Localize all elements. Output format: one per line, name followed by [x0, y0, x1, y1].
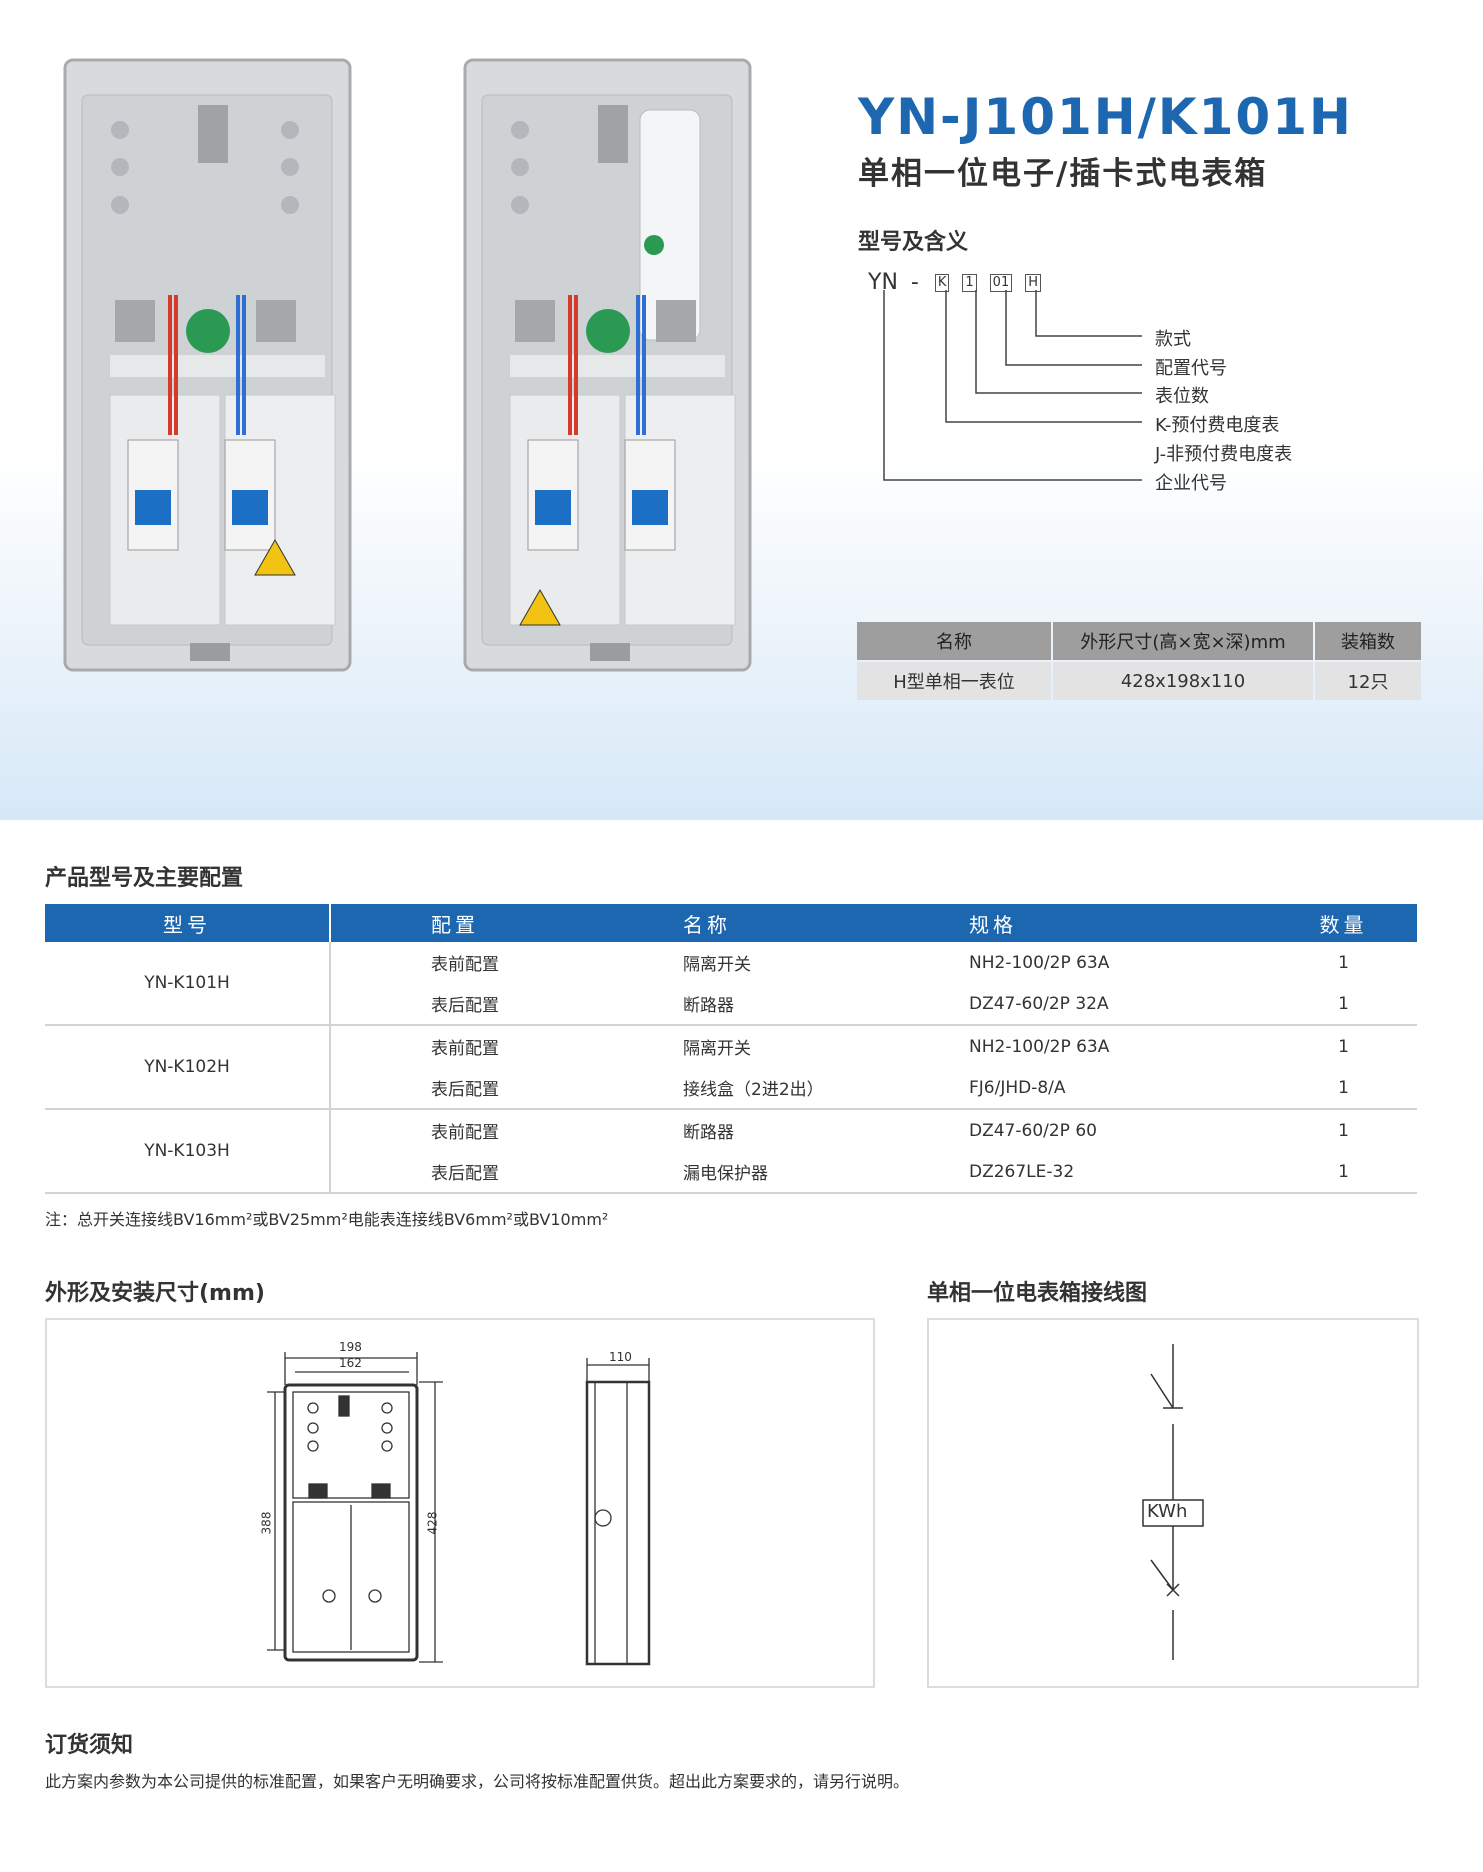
- cell-config: 表前配置: [431, 1039, 499, 1059]
- cell-name: 断路器: [683, 1123, 734, 1143]
- col-header-qty: 数量: [1270, 904, 1417, 942]
- table-row: 表后配置 断路器 DZ47-60/2P 32A 1: [45, 983, 1417, 1026]
- model-code: YN - K 1 01 H: [868, 270, 1044, 295]
- dimension-panel: 198 162 388 428 110: [45, 1318, 875, 1688]
- dimension-drawing: [267, 1352, 651, 1666]
- spec-cell-dimensions: 428x198x110: [1053, 662, 1313, 700]
- cell-spec: DZ47-60/2P 32A: [968, 983, 1270, 1026]
- kwh-meter-label: KWh: [1147, 1501, 1188, 1522]
- table-row: YN-K103H 表前配置 断路器 DZ47-60/2P 60 1: [45, 1109, 1417, 1194]
- meaning-label-company: 企业代号: [1155, 473, 1227, 494]
- cell-config: 表后配置: [330, 1151, 682, 1194]
- cell-qty: 1: [1338, 1036, 1349, 1057]
- cell-qty: 1: [1270, 1151, 1417, 1194]
- meaning-heading: 型号及含义: [858, 230, 969, 255]
- cell-name: 漏电保护器: [682, 1151, 968, 1194]
- spec-header-dimensions: 外形尺寸(高×宽×深)mm: [1053, 622, 1313, 660]
- col-header-model: 型号: [45, 904, 331, 942]
- cell-config: 表前配置: [431, 1123, 499, 1143]
- cell-config: 表前配置: [431, 955, 499, 975]
- spec-cell-quantity: 12只: [1315, 662, 1421, 700]
- cell-name: 断路器: [682, 983, 968, 1026]
- spec-header-name: 名称: [857, 622, 1051, 660]
- config-heading: 产品型号及主要配置: [45, 866, 244, 891]
- cell-qty: 1: [1338, 1120, 1349, 1141]
- cell-config: 表后配置: [330, 1067, 682, 1110]
- wiring-heading: 单相一位电表箱接线图: [927, 1281, 1148, 1306]
- meaning-label-prepaid: K-预付费电度表: [1155, 415, 1280, 436]
- row-model: YN-K103H: [45, 1109, 331, 1194]
- wiring-note: 注：总开关连接线BV16mm²或BV25mm²电能表连接线BV6mm²或BV10…: [45, 1210, 609, 1229]
- cell-qty: 1: [1338, 952, 1349, 973]
- config-table: 型号 配置 名称 规格 数量 YN-K101H 表前配置 隔离开关 NH2-10…: [45, 904, 1417, 1194]
- table-row: YN-K102H 表前配置 隔离开关 NH2-100/2P 63A 1: [45, 1025, 1417, 1110]
- col-header-name: 名称: [682, 904, 968, 942]
- cell-config: 表后配置: [330, 983, 682, 1026]
- spec-header-quantity: 装箱数: [1315, 622, 1421, 660]
- col-header-spec: 规格: [968, 904, 1270, 942]
- spec-cell-name: H型单相一表位: [857, 662, 1051, 700]
- dim-label-162: 162: [339, 1356, 362, 1370]
- code-box-1: 1: [962, 274, 977, 292]
- table-row: 表后配置 漏电保护器 DZ267LE-32 1: [45, 1151, 1417, 1194]
- dim-label-428: 428: [425, 1511, 440, 1535]
- cell-name: 隔离开关: [683, 955, 751, 975]
- table-row: 表后配置 接线盒（2进2出） FJ6/JHD-8/A 1: [45, 1067, 1417, 1110]
- model-title: YN-J101H/K101H: [858, 88, 1353, 146]
- order-note: 此方案内参数为本公司提供的标准配置，如果客户无明确要求，公司将按标准配置供货。超…: [45, 1772, 910, 1791]
- cell-spec: FJ6/JHD-8/A: [968, 1067, 1270, 1110]
- spec-table: 名称 外形尺寸(高×宽×深)mm 装箱数 H型单相一表位 428x198x110…: [855, 620, 1423, 702]
- meter-box-photo-1: [63, 58, 352, 672]
- cell-spec: DZ267LE-32: [968, 1151, 1270, 1194]
- product-subtitle: 单相一位电子/插卡式电表箱: [858, 156, 1268, 192]
- cell-name: 接线盒（2进2出）: [682, 1067, 968, 1110]
- row-model: YN-K101H: [45, 942, 331, 1026]
- dimension-heading: 外形及安装尺寸(mm): [45, 1281, 265, 1306]
- cell-name: 隔离开关: [683, 1039, 751, 1059]
- code-dash: -: [910, 270, 919, 295]
- cell-spec: NH2-100/2P 63A: [969, 1036, 1110, 1057]
- code-box-01: 01: [989, 274, 1013, 292]
- table-row: YN-K101H 表前配置 隔离开关 NH2-100/2P 63A 1: [45, 942, 1417, 1026]
- col-header-config: 配置: [330, 904, 682, 942]
- code-box-h: H: [1025, 274, 1041, 292]
- meaning-label-style: 款式: [1155, 329, 1191, 350]
- row-model: YN-K102H: [45, 1025, 331, 1110]
- meaning-label-positions: 表位数: [1155, 386, 1209, 407]
- wiring-diagram: [1142, 1344, 1204, 1660]
- wiring-panel: KWh: [927, 1318, 1419, 1688]
- code-prefix: YN: [868, 270, 898, 295]
- cell-qty: 1: [1270, 983, 1417, 1026]
- order-heading: 订货须知: [45, 1733, 134, 1758]
- meaning-label-nonprepaid: J-非预付费电度表: [1155, 444, 1293, 465]
- meaning-connector-lines: [883, 290, 1142, 481]
- cell-spec: NH2-100/2P 63A: [969, 952, 1110, 973]
- meaning-label-config: 配置代号: [1155, 358, 1227, 379]
- cell-qty: 1: [1270, 1067, 1417, 1110]
- dim-label-388: 388: [259, 1511, 274, 1535]
- meter-box-photo-2: [463, 58, 752, 672]
- dim-label-198: 198: [339, 1340, 362, 1354]
- cell-spec: DZ47-60/2P 60: [969, 1120, 1097, 1141]
- code-box-k: K: [934, 274, 950, 292]
- dim-label-110: 110: [609, 1350, 632, 1364]
